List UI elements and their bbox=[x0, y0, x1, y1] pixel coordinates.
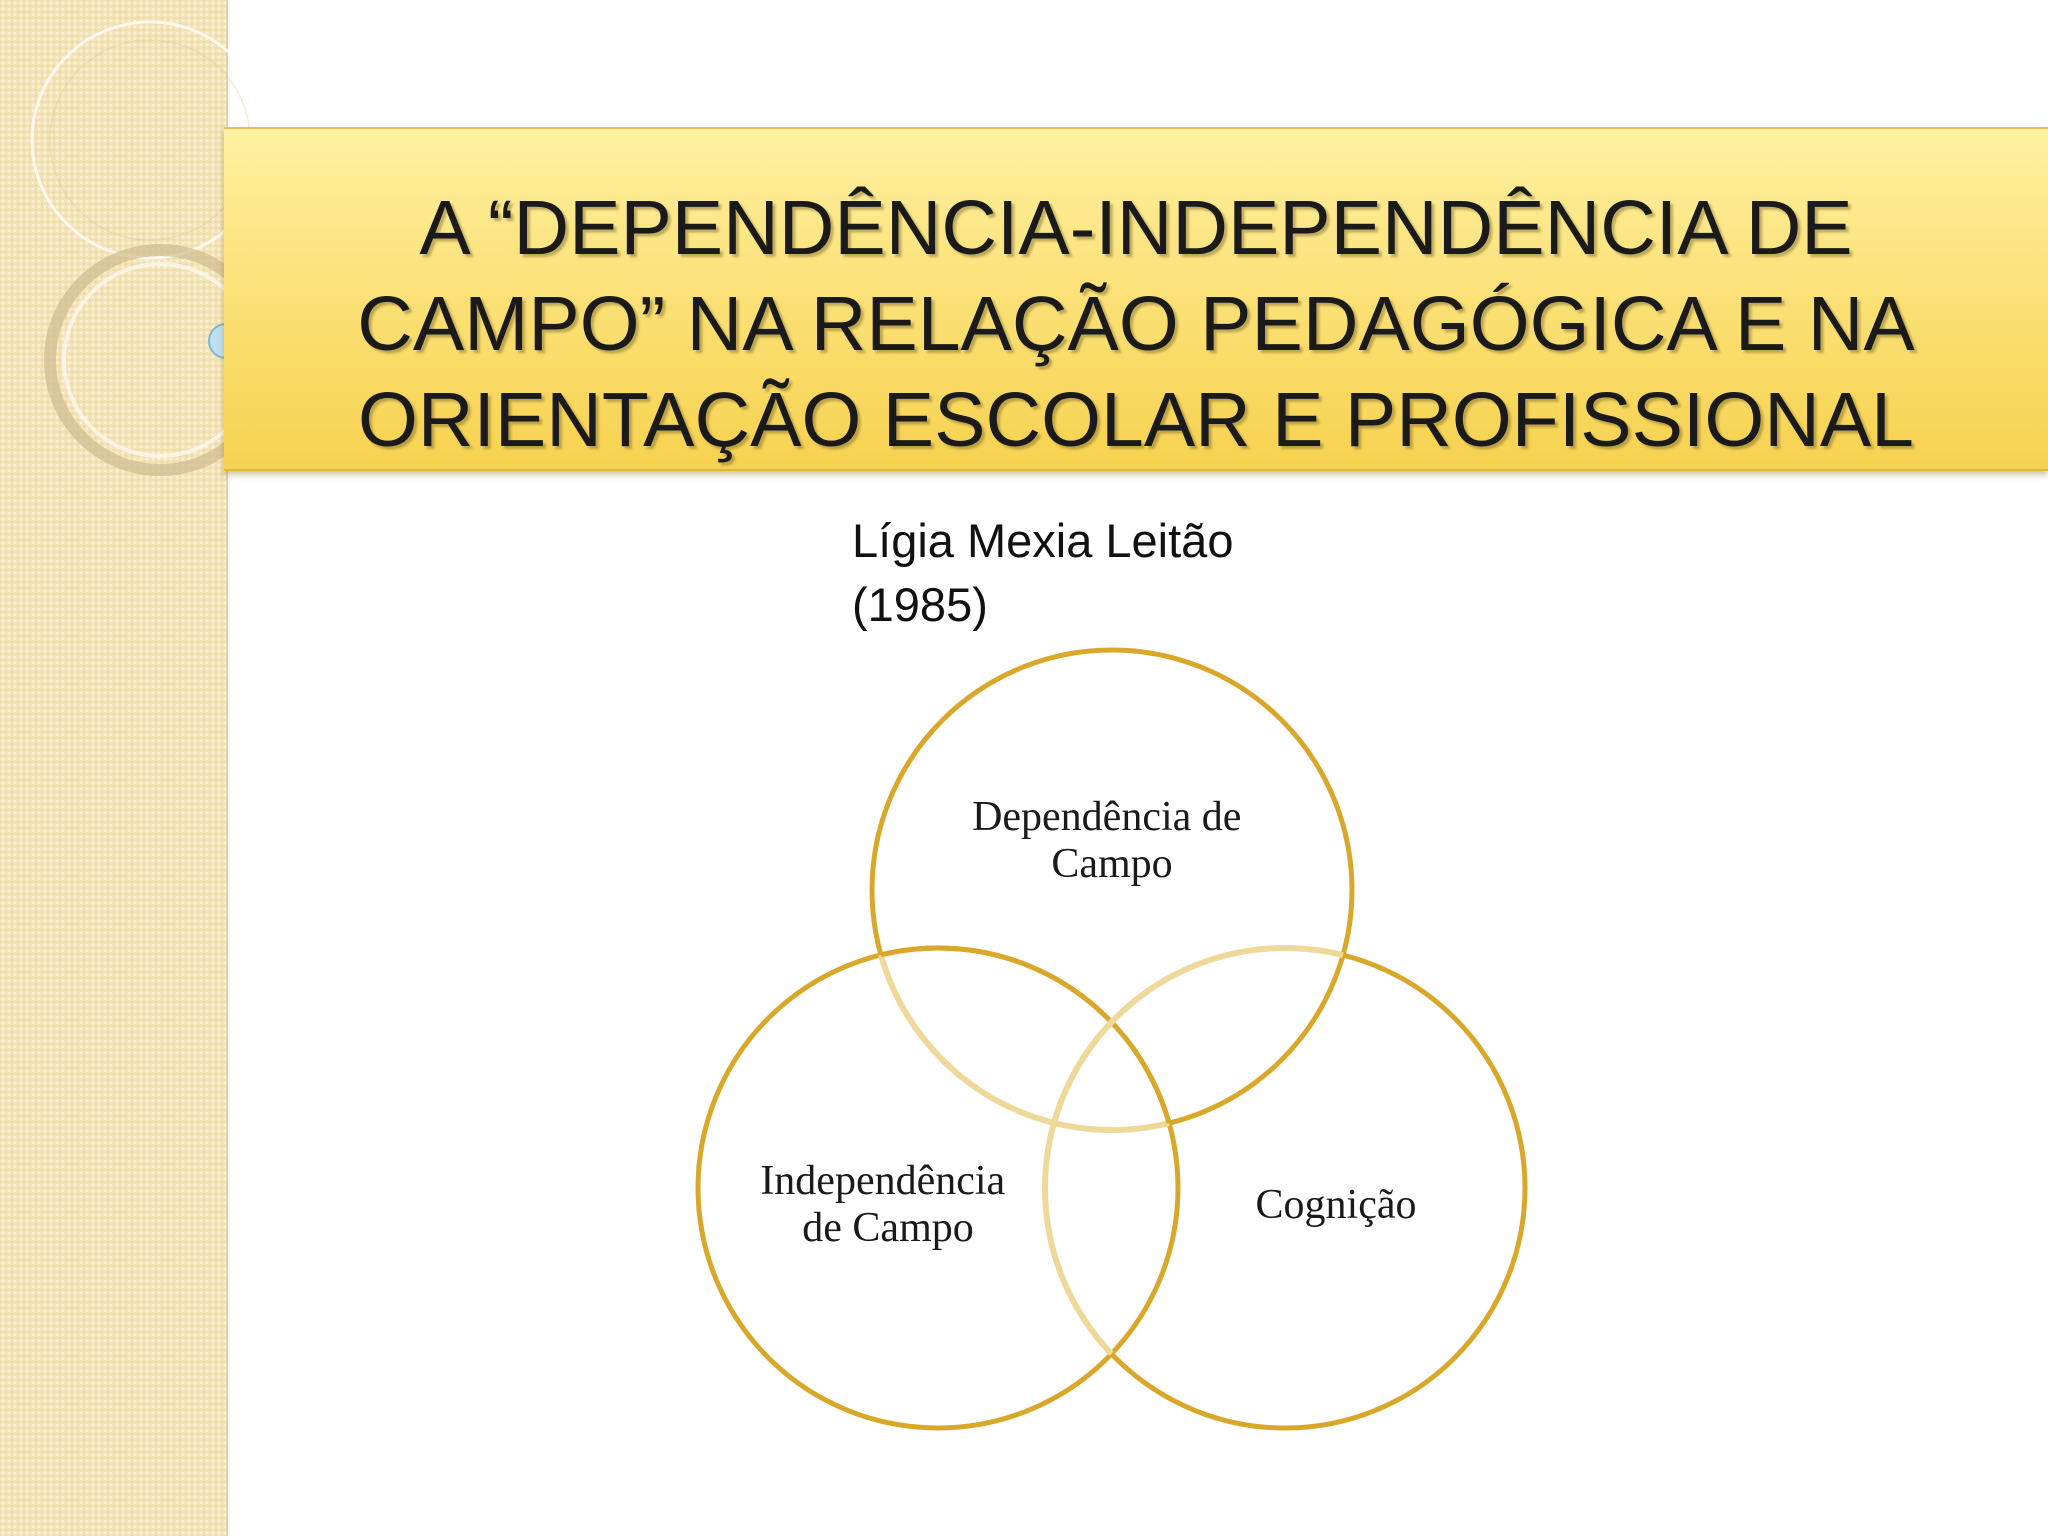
venn-overlap-arcs bbox=[698, 650, 1525, 1428]
venn-label-independencia-line-2: de Campo bbox=[802, 1205, 973, 1251]
venn-label-cognicao: Cognição bbox=[1256, 1182, 1417, 1228]
venn-label-dependencia: Dependência de Campo bbox=[972, 794, 1252, 887]
venn-label-cognicao-line-1: Cognição bbox=[1256, 1182, 1417, 1228]
venn-label-independencia-line-1: Independência bbox=[760, 1158, 1005, 1204]
venn-label-independencia: Independência de Campo bbox=[760, 1158, 1015, 1251]
venn-label-dependencia-line-2: Campo bbox=[1051, 841, 1172, 887]
venn-label-dependencia-line-1: Dependência de bbox=[972, 794, 1241, 840]
